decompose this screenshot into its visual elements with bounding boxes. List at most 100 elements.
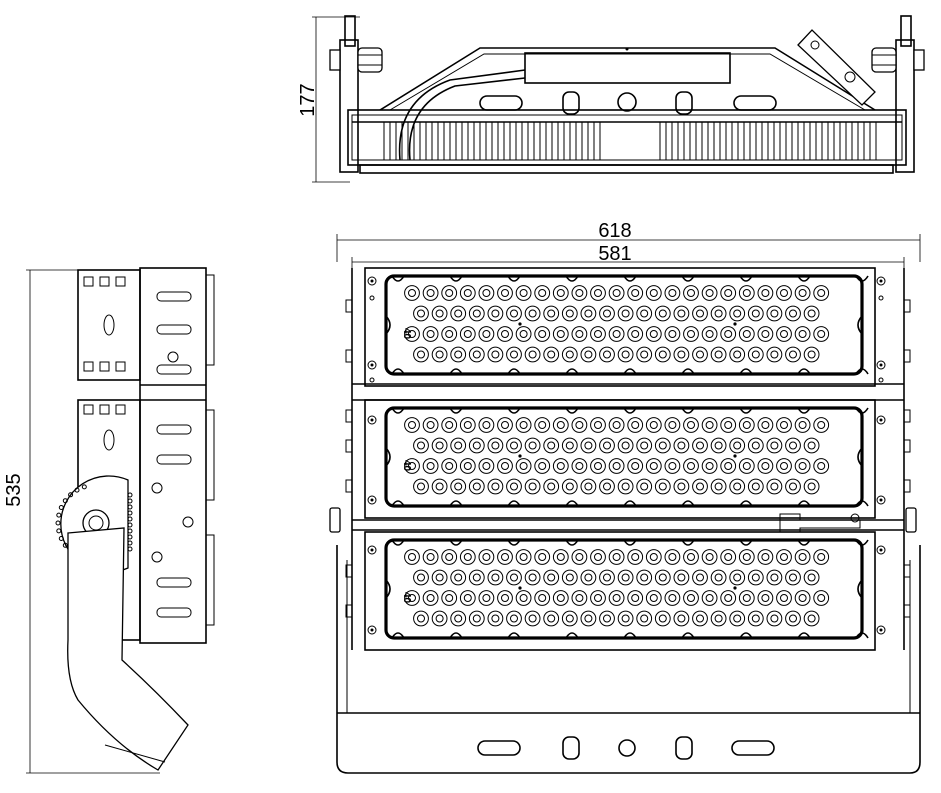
led — [431, 610, 448, 627]
led — [524, 569, 541, 586]
led — [497, 285, 513, 301]
led — [515, 549, 532, 565]
led — [468, 346, 485, 363]
led — [738, 326, 755, 342]
led — [720, 417, 737, 433]
led — [636, 569, 653, 586]
led — [692, 305, 708, 322]
led — [720, 590, 737, 606]
led — [710, 478, 727, 495]
led — [506, 346, 522, 363]
led — [534, 549, 551, 565]
led — [524, 478, 541, 495]
right-knob — [871, 47, 925, 73]
led — [803, 569, 820, 586]
led — [543, 346, 560, 363]
led — [413, 305, 429, 322]
led — [468, 437, 485, 454]
led — [404, 326, 420, 342]
led — [422, 417, 439, 433]
led — [608, 549, 625, 565]
led — [645, 326, 662, 342]
led — [524, 437, 541, 454]
led — [459, 285, 476, 301]
led — [645, 590, 662, 606]
led — [552, 458, 569, 474]
led — [450, 569, 467, 586]
led — [506, 478, 522, 495]
led — [692, 610, 708, 627]
led — [552, 549, 569, 565]
led — [561, 305, 578, 322]
led — [543, 610, 560, 627]
led — [673, 610, 690, 627]
led — [534, 590, 551, 606]
led — [617, 610, 634, 627]
right-bracket — [895, 39, 915, 173]
led — [506, 610, 522, 627]
led — [729, 305, 746, 322]
led — [673, 569, 690, 586]
dimension-label-535: 535 — [3, 473, 25, 506]
led — [785, 610, 801, 627]
led — [720, 458, 737, 474]
led — [794, 326, 811, 342]
led — [561, 346, 578, 363]
front-frame — [336, 545, 921, 774]
led — [506, 569, 522, 586]
led — [710, 437, 727, 454]
cable — [398, 69, 526, 161]
led — [459, 417, 476, 433]
led — [590, 590, 606, 606]
led — [673, 437, 690, 454]
led — [785, 478, 801, 495]
led — [738, 549, 755, 565]
led — [683, 417, 699, 433]
led — [450, 610, 467, 627]
led — [776, 285, 792, 301]
led — [794, 590, 811, 606]
led — [747, 478, 764, 495]
led — [747, 437, 764, 454]
led — [534, 326, 551, 342]
led — [608, 285, 625, 301]
led — [487, 569, 504, 586]
led — [422, 590, 439, 606]
led — [478, 417, 495, 433]
led — [627, 458, 644, 474]
led — [552, 285, 569, 301]
led — [413, 610, 429, 627]
led — [710, 610, 727, 627]
led — [561, 478, 578, 495]
led — [729, 437, 746, 454]
led — [803, 346, 820, 363]
led — [701, 590, 718, 606]
led — [645, 285, 662, 301]
led — [776, 417, 792, 433]
led — [468, 478, 485, 495]
led — [487, 478, 504, 495]
led — [803, 478, 820, 495]
led — [422, 285, 439, 301]
led — [766, 610, 783, 627]
led — [664, 549, 681, 565]
led — [543, 437, 560, 454]
led — [673, 346, 690, 363]
led — [729, 478, 746, 495]
led — [720, 549, 737, 565]
led — [645, 417, 662, 433]
led — [571, 549, 588, 565]
led — [590, 458, 606, 474]
led — [431, 478, 448, 495]
led — [813, 549, 830, 565]
led — [701, 326, 718, 342]
led — [617, 346, 634, 363]
led — [487, 437, 504, 454]
led — [785, 569, 801, 586]
led — [422, 549, 439, 565]
dimension-label-581: 581 — [598, 243, 631, 265]
led — [692, 437, 708, 454]
bottom-slot-left — [477, 740, 521, 756]
led — [813, 458, 830, 474]
led — [580, 610, 597, 627]
